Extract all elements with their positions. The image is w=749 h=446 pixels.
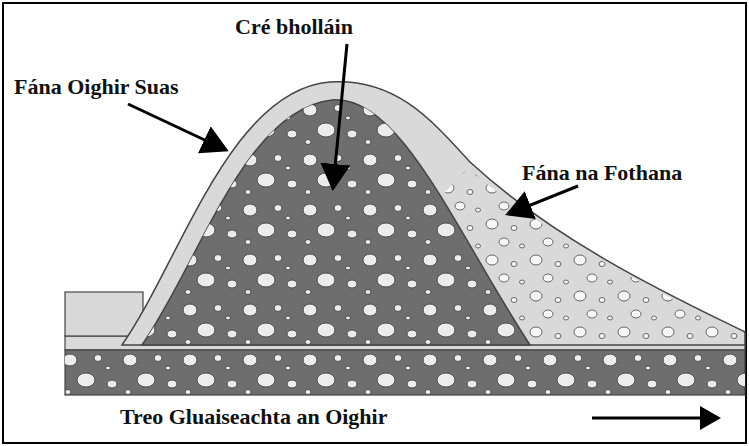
slope-label: Fána Oighir Suas	[14, 74, 179, 100]
slope-label: Fána na Fothana	[522, 160, 682, 186]
direction-label: Treo Gluaiseachta an Oighir	[120, 404, 387, 430]
material-label: Cré bholláin	[235, 14, 353, 40]
